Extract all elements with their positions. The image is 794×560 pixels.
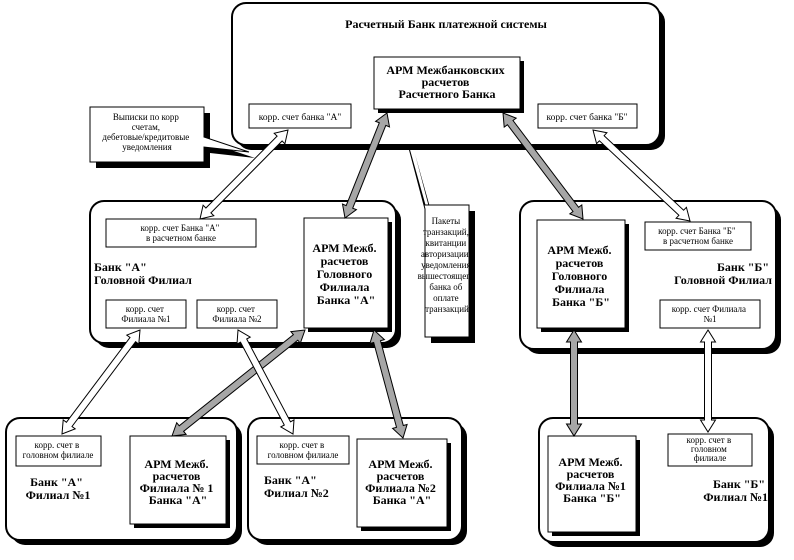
bank-a-head-label: Банк "А" Головной Филиал xyxy=(94,260,192,287)
bank-b-head-label: Банк "Б" Головной Филиал xyxy=(674,260,772,287)
bank-a-f2-arm-label: АРМ Межб. расчетов Филиала №2 Банка "А" xyxy=(365,457,439,507)
corr-account-a-box xyxy=(248,103,352,129)
bank-a-f2-arm-box xyxy=(356,438,451,531)
bank-b-head-arm-box xyxy=(536,219,629,332)
bank-a-corr-top-box xyxy=(105,218,257,248)
bank-b-f1-arm-label: АРМ Межб. расчетов Филиала №1 Банка "Б" xyxy=(555,455,629,505)
bank-b-corr-top-box xyxy=(644,221,752,251)
bank-b-head-arm-label: АРМ Межб. расчетов Головного Филиала Бан… xyxy=(547,243,614,309)
bank-a-head-arm-box xyxy=(303,217,392,332)
corr-account-a-label: корр. счет банка "А" xyxy=(259,112,342,123)
arrow-central-to-a-head xyxy=(341,112,391,219)
bank-a-f1-label: Банк "А" Филиал №1 xyxy=(26,475,91,502)
arrow-a-head-to-a-f1 xyxy=(171,329,306,437)
arrow-corr-b-to-b-head xyxy=(592,129,691,222)
packets-callout xyxy=(408,147,475,343)
bank-a-f1-corr-label: корр. счет в головном филиале xyxy=(23,440,94,460)
arrows-layer xyxy=(61,112,717,439)
central-arm-label: АРМ Межбанковских расчетов Расчетного Ба… xyxy=(386,63,507,101)
bank-b-f1-corr-box xyxy=(667,433,753,467)
bank-a-corr-f2-box xyxy=(196,299,278,329)
statements-callout xyxy=(89,106,255,168)
central-arm-box xyxy=(373,56,524,113)
arrow-b-head-to-b-f1 xyxy=(565,329,583,437)
bank-b-corr-top-label: корр. счет Банка "Б" в расчетном банке xyxy=(658,226,738,246)
bank-a-f1-corr-box xyxy=(15,435,102,467)
bank-b-f1-corr-label: корр. счет в головном филиале xyxy=(687,435,734,463)
bank-b-f1-arm-box xyxy=(547,435,640,536)
bank-a-f2-corr-box xyxy=(256,435,350,465)
arrow-b-corr-f1-to-f1 xyxy=(699,329,717,433)
packets-callout-text: Пакеты транзакций, квитанции авторизации… xyxy=(418,216,477,314)
central-bank-title: Расчетный Банк платежной системы xyxy=(345,17,547,31)
bank-a-corr-f1-box xyxy=(105,299,187,329)
arrow-central-to-b-head xyxy=(502,112,584,220)
bank-b-corr-f1-box xyxy=(659,299,761,329)
bank-a-f2-corr-label: корр. счет в головном филиале xyxy=(268,440,339,460)
bank-a-corr-f1-label: корр. счет Филиала №1 xyxy=(121,304,170,324)
bank-a-f1-arm-box xyxy=(129,435,230,528)
arrow-a-corr-f1-to-f1 xyxy=(61,329,141,435)
bank-a-head-arm-label: АРМ Межб. расчетов Головного Филиала Бан… xyxy=(312,241,379,307)
corr-account-b-box xyxy=(537,103,638,129)
bank-b-corr-f1-label: корр. счет Филиала №1 xyxy=(672,304,748,324)
bank-a-corr-f2-label: корр. счет Филиала №2 xyxy=(212,304,261,324)
bank-a-f2-label: Банк "А" Филиал №2 xyxy=(264,473,329,500)
bank-a-f1-arm-label: АРМ Межб. расчетов Филиала № 1 Банка "А" xyxy=(140,457,217,507)
corr-account-b-label: корр. счет банка "Б" xyxy=(546,112,627,123)
arrow-a-head-to-a-f2 xyxy=(369,329,408,439)
arrow-corr-a-to-a-head xyxy=(199,129,289,220)
statements-callout-text: Выписки по корр счетам, дебетовые/кредит… xyxy=(102,112,191,152)
bank-a-corr-top-label: корр. счет Банка "А" в расчетном банке xyxy=(141,223,222,243)
bank-b-f1-label: Банк "Б" Филиал №1 xyxy=(703,477,768,504)
arrow-a-corr-f2-to-f2 xyxy=(236,329,295,435)
